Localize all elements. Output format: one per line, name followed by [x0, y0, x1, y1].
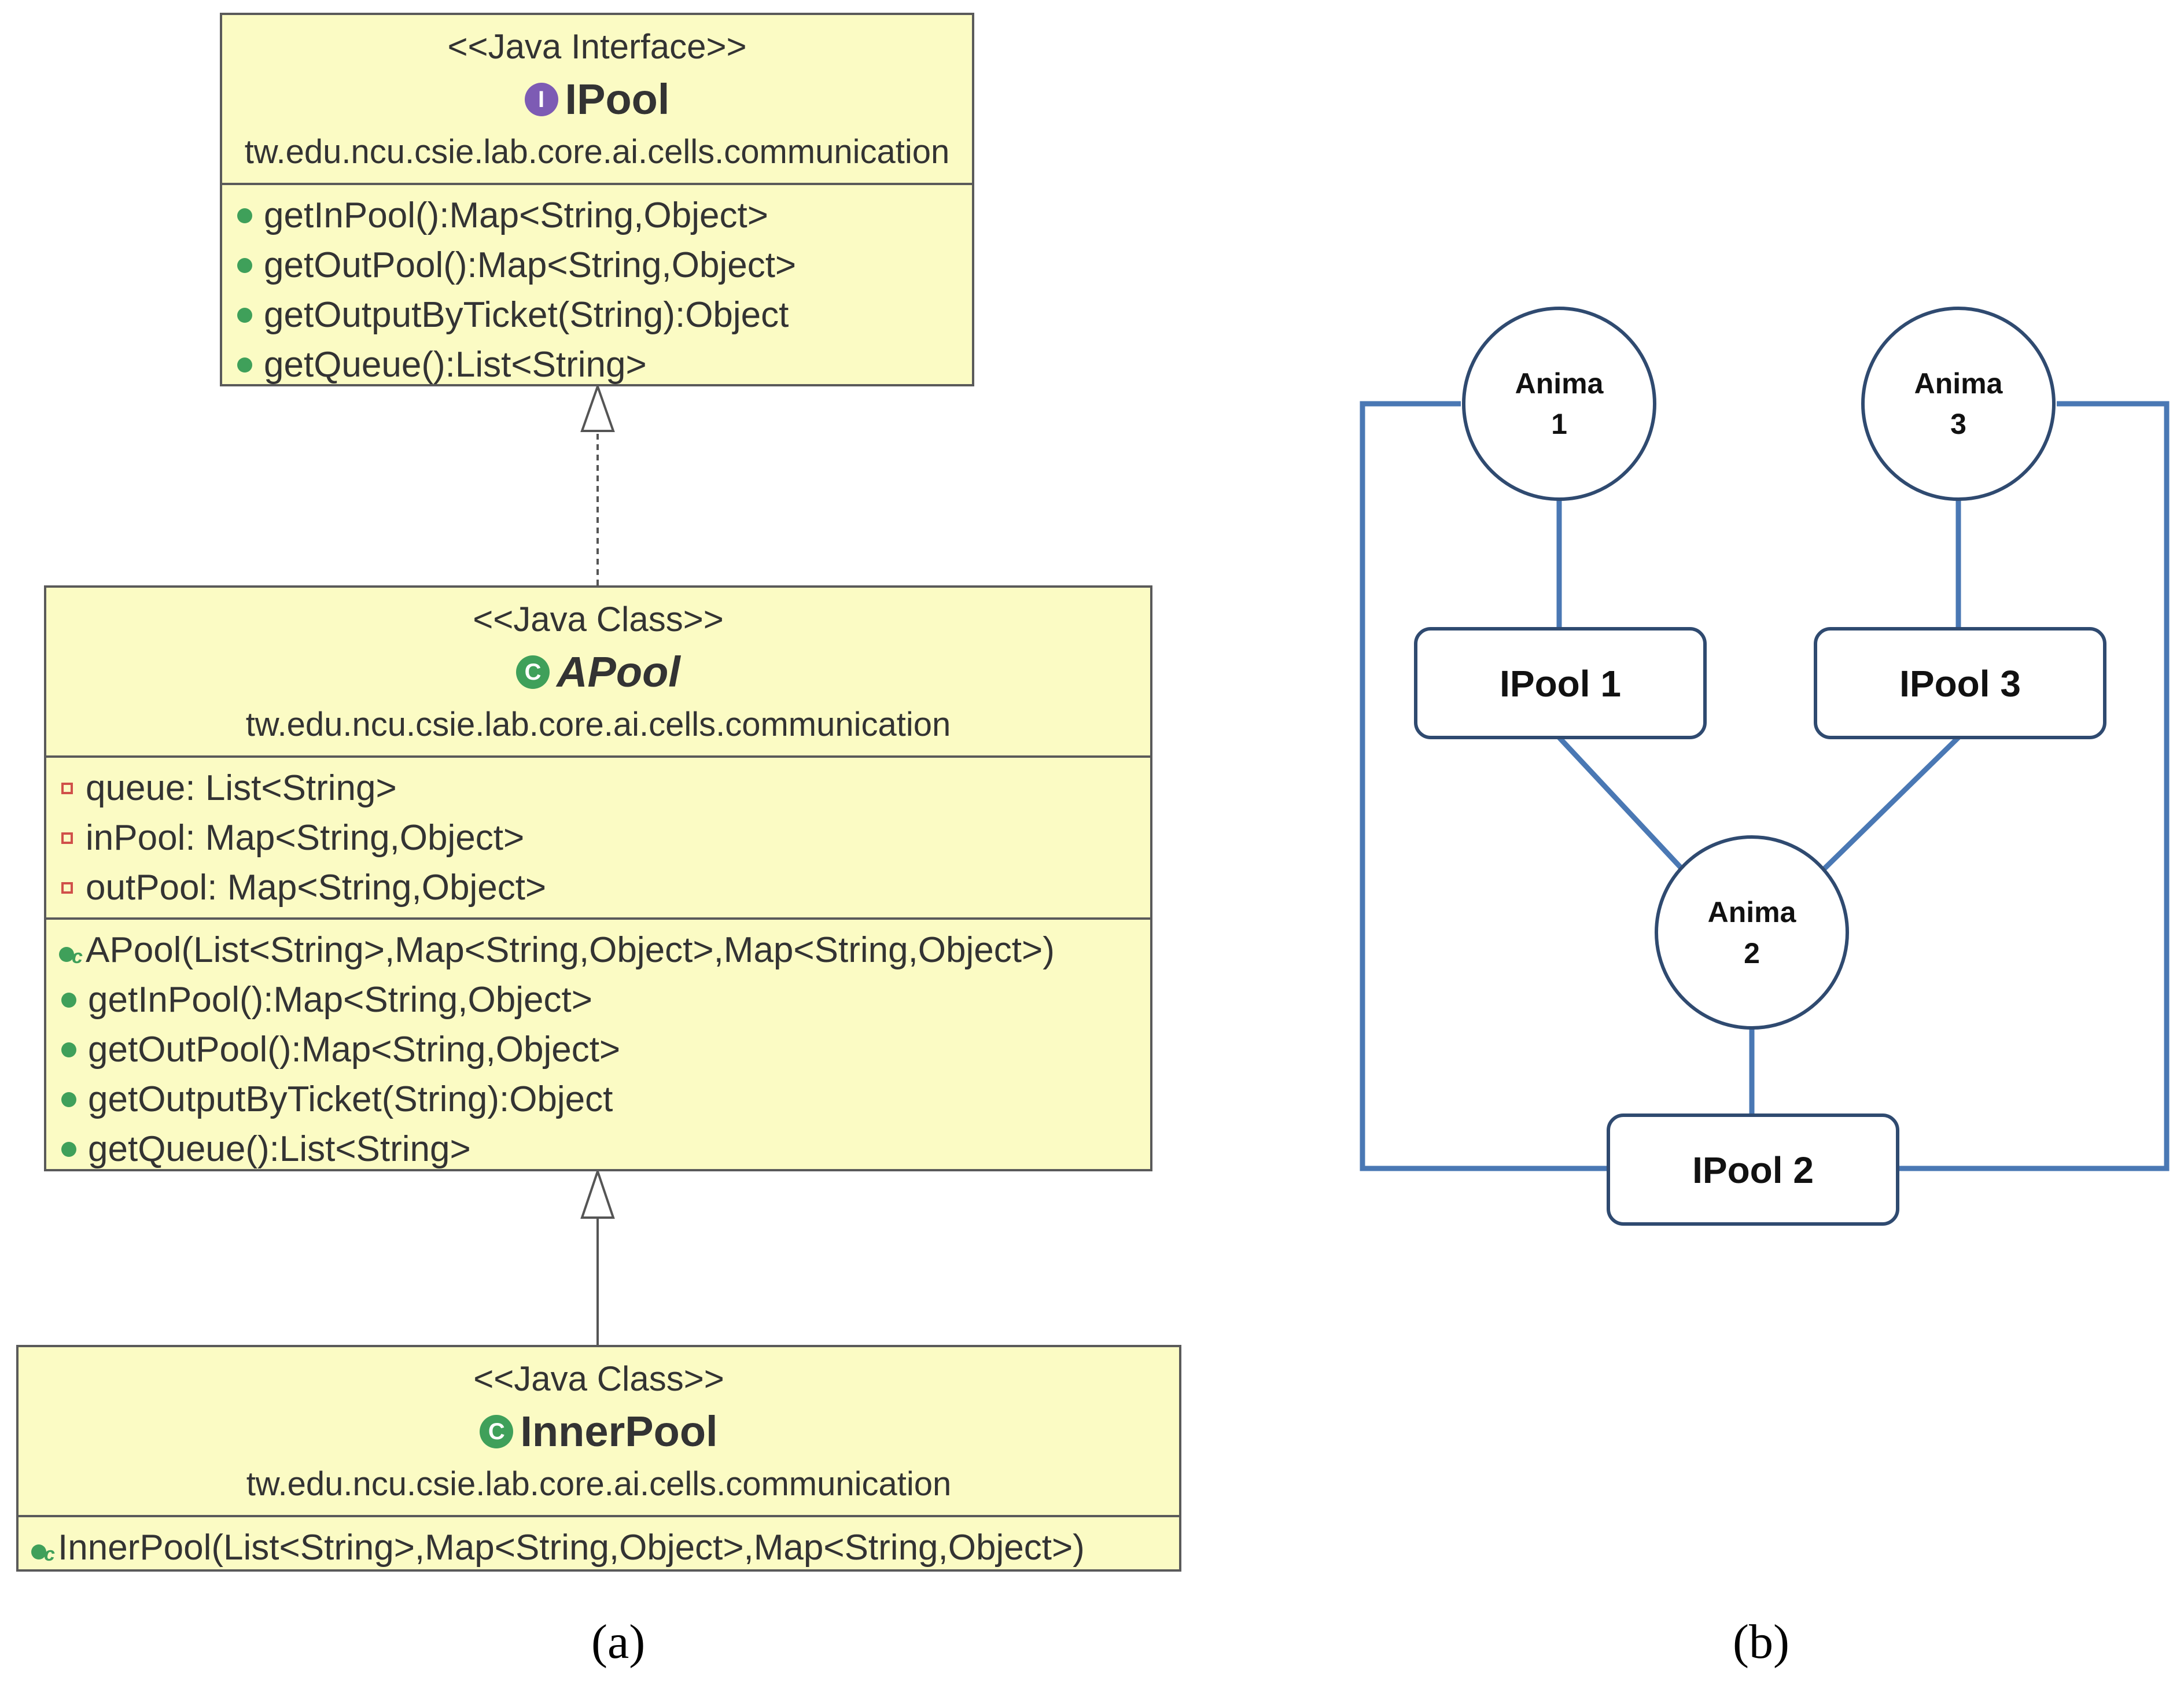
ipool-name-row: I IPool [222, 72, 972, 127]
public-method-icon [61, 993, 76, 1008]
ipool-header: <<Java Interface>> I IPool tw.edu.ncu.cs… [222, 15, 972, 185]
public-method-icon [237, 208, 252, 223]
apool-class-box: <<Java Class>> C APool tw.edu.ncu.csie.l… [44, 585, 1152, 1171]
anima-1-label: Anima [1515, 367, 1604, 400]
public-method-icon [237, 357, 252, 373]
private-field-icon [61, 832, 73, 844]
caption-a: (a) [591, 1615, 646, 1669]
field-row: outPool: Map<String,Object> [46, 863, 1150, 913]
ipool-node-3: IPool 3 [1814, 627, 2106, 739]
apool-package: tw.edu.ncu.csie.lab.core.ai.cells.commun… [245, 706, 951, 743]
class-icon: C [480, 1415, 514, 1448]
anima-node-1: Anima 1 [1462, 307, 1656, 501]
constructor-row: InnerPool(List<String>,Map<String,Object… [19, 1523, 1179, 1579]
anima-node-2: Anima 2 [1655, 835, 1849, 1030]
interface-icon: I [524, 83, 558, 116]
ipool-methods: getInPool():Map<String,Object> getOutPoo… [222, 185, 972, 394]
public-method-icon [237, 258, 252, 273]
method-row: getInPool():Map<String,Object> [222, 191, 972, 241]
method-row: getQueue():List<String> [46, 1124, 1150, 1174]
ipool-3-label: IPool 3 [1899, 663, 2021, 705]
generalization-arrowhead [580, 1167, 615, 1219]
constructor-icon [59, 932, 83, 982]
innerpool-name-row: C InnerPool [19, 1404, 1179, 1459]
outer-loop-left [1360, 401, 1608, 1171]
field-row: queue: List<String> [46, 764, 1150, 813]
method-row: getQueue():List<String> [222, 340, 972, 390]
innerpool-package: tw.edu.ncu.csie.lab.core.ai.cells.commun… [246, 1465, 952, 1503]
public-method-icon [61, 1092, 76, 1107]
innerpool-name: InnerPool [520, 1407, 718, 1455]
innerpool-header: <<Java Class>> C InnerPool tw.edu.ncu.cs… [19, 1347, 1179, 1517]
apool-name-row: C APool [46, 644, 1150, 700]
ipool-node-2: IPool 2 [1607, 1113, 1899, 1226]
apool-header: <<Java Class>> C APool tw.edu.ncu.csie.l… [46, 588, 1150, 758]
innerpool-methods: InnerPool(List<String>,Map<String,Object… [19, 1517, 1179, 1579]
constructor-icon [31, 1529, 55, 1579]
public-method-icon [61, 1042, 76, 1057]
anima-2-label: Anima [1708, 896, 1797, 928]
method-row: getInPool():Map<String,Object> [46, 975, 1150, 1025]
link-ipool1-anima2 [1557, 735, 1686, 873]
ipool-package: tw.edu.ncu.csie.lab.core.ai.cells.commun… [244, 133, 950, 171]
anima-2-number: 2 [1744, 937, 1760, 969]
caption-b: (b) [1733, 1615, 1789, 1669]
ipool-interface-box: <<Java Interface>> I IPool tw.edu.ncu.cs… [220, 13, 974, 386]
method-row: getOutputByTicket(String):Object [222, 290, 972, 340]
public-method-icon [61, 1142, 76, 1157]
field-row: inPool: Map<String,Object> [46, 813, 1150, 863]
method-row: getOutputByTicket(String):Object [46, 1075, 1150, 1124]
ipool-stereotype: <<Java Interface>> [447, 27, 747, 66]
realization-arrowhead [580, 382, 615, 432]
apool-methods: APool(List<String>,Map<String,Object>,Ma… [46, 917, 1150, 1179]
apool-stereotype: <<Java Class>> [473, 600, 724, 639]
innerpool-class-box: <<Java Class>> C InnerPool tw.edu.ncu.cs… [16, 1345, 1181, 1579]
private-field-icon [61, 783, 73, 794]
constructor-row: APool(List<String>,Map<String,Object>,Ma… [46, 926, 1150, 982]
ipool-node-1: IPool 1 [1414, 627, 1707, 739]
ipool-name: IPool [565, 75, 670, 123]
abstract-class-icon: C [516, 655, 550, 689]
apool-fields: queue: List<String> inPool: Map<String,O… [46, 758, 1150, 917]
innerpool-stereotype: <<Java Class>> [473, 1359, 724, 1398]
anima-3-number: 3 [1950, 408, 1966, 440]
public-method-icon [237, 308, 252, 323]
anima-3-label: Anima [1914, 367, 2003, 400]
method-row: getOutPool():Map<String,Object> [46, 1025, 1150, 1075]
method-row: getOutPool():Map<String,Object> [222, 241, 972, 290]
private-field-icon [61, 882, 73, 894]
link-ipool3-anima2 [1820, 735, 1961, 873]
ipool-1-label: IPool 1 [1500, 663, 1621, 705]
ipool-2-label: IPool 2 [1692, 1149, 1814, 1191]
anima-node-3: Anima 3 [1861, 307, 2056, 501]
outer-loop-right [1898, 401, 2170, 1171]
apool-name: APool [557, 648, 680, 696]
anima-1-number: 1 [1551, 408, 1567, 440]
